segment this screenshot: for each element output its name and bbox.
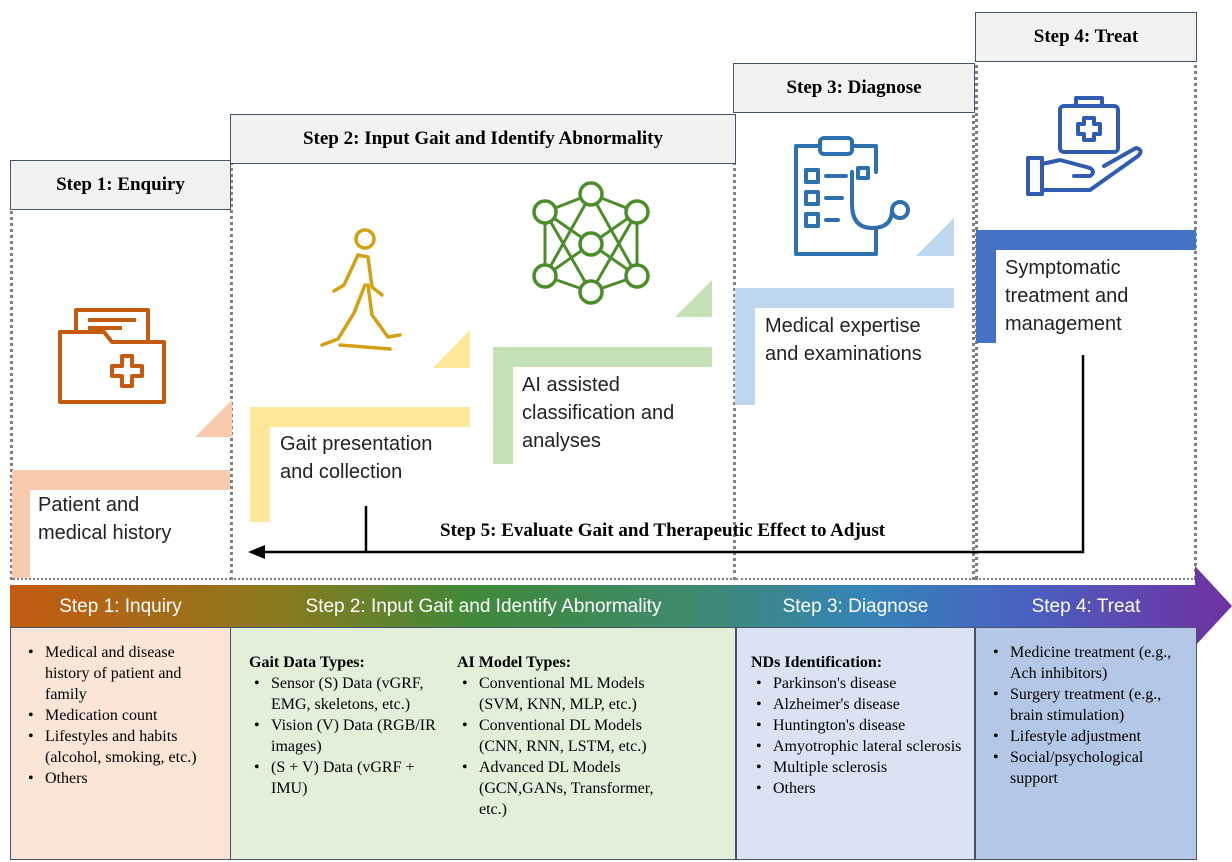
stair-lightblue-bar [735, 288, 954, 308]
stair-lightblue-triangle [916, 218, 954, 256]
step4-header: Step 4: Treat [975, 12, 1197, 62]
feedback-arrow-line [258, 355, 1085, 554]
list-item: Huntington's disease [756, 715, 966, 736]
list-item: Lifestyle adjustment [993, 726, 1190, 747]
list-item: Advanced DL Models (GCN,GANs, Transforme… [462, 757, 667, 820]
stair-text-treat: Symptomatic treatment and management [1005, 257, 1129, 335]
stair-peach-triangle [195, 400, 232, 437]
stair-text-patient: Patient and medical history [38, 494, 172, 544]
ai-types-list: Conventional ML Models (SVM, KNN, MLP, e… [457, 673, 667, 820]
medical-folder-icon [58, 308, 166, 404]
panel-gait-ai: Gait Data Types: Sensor (S) Data (vGRF, … [230, 627, 736, 860]
column-frame-1 [10, 200, 231, 580]
step3-header-label: Step 3: Diagnose [786, 77, 922, 98]
list-item: Parkinson's disease [756, 673, 966, 694]
column-frame-3 [736, 110, 975, 580]
panel-diagnose: NDs Identification: Parkinson's disease … [736, 627, 975, 860]
inquiry-list: Medical and disease history of patient a… [23, 642, 222, 789]
hand-medical-kit-icon [1026, 96, 1143, 196]
stair-green-bar [493, 347, 712, 367]
panel-inquiry: Medical and disease history of patient a… [10, 627, 231, 860]
walking-person-icon [320, 228, 402, 351]
stair-green-triangle [675, 280, 712, 317]
gait-types-block: Gait Data Types: Sensor (S) Data (vGRF, … [249, 652, 439, 799]
gait-types-list: Sensor (S) Data (vGRF, EMG, skeletons, e… [249, 673, 439, 799]
bar-label-step4: Step 4: Treat [1031, 595, 1141, 617]
nd-list: Parkinson's disease Alzheimer's disease … [751, 673, 966, 799]
clipboard-stethoscope-icon [794, 136, 910, 256]
list-item: Multiple sclerosis [756, 757, 966, 778]
list-item: Social/psychological support [993, 747, 1190, 789]
list-item: Medical and disease history of patient a… [28, 642, 222, 705]
stair-yellow-triangle [433, 330, 470, 368]
list-item: Others [28, 768, 222, 789]
treat-list: Medicine treatment (e.g., Ach inhibitors… [988, 642, 1190, 789]
list-item: Amyotrophic lateral sclerosis [756, 736, 966, 757]
panel-treat: Medicine treatment (e.g., Ach inhibitors… [975, 627, 1197, 860]
stair-yellow-bar [250, 407, 470, 427]
stair-blue-riser [976, 230, 996, 343]
step1-header-label: Step 1: Enquiry [56, 174, 185, 195]
stair-peach-bar [12, 470, 230, 490]
list-item: Vision (V) Data (RGB/IR images) [254, 715, 439, 757]
stair-yellow-riser [250, 407, 270, 522]
list-item: Medication count [28, 705, 222, 726]
step2-header-label: Step 2: Input Gait and Identify Abnormal… [302, 128, 663, 149]
list-item: Conventional ML Models (SVM, KNN, MLP, e… [462, 673, 667, 715]
ai-types-title: AI Model Types: [457, 654, 572, 671]
list-item: (S + V) Data (vGRF + IMU) [254, 757, 439, 799]
stair-text-ai: AI assisted classification and analyses [522, 374, 675, 452]
list-item: Alzheimer's disease [756, 694, 966, 715]
process-bar-arrow [10, 566, 1232, 646]
list-item: Conventional DL Models (CNN, RNN, LSTM, … [462, 715, 667, 757]
list-item: Surgery treatment (e.g., brain stimulati… [993, 684, 1190, 726]
nd-title: NDs Identification: [751, 654, 883, 671]
step1-header: Step 1: Enquiry [10, 160, 231, 210]
bar-label-step1: Step 1: Inquiry [59, 595, 182, 617]
stair-text-gait: Gait presentation and collection [280, 433, 433, 483]
stair-blue-bar [976, 230, 1196, 250]
bar-label-step2: Step 2: Input Gait and Identify Abnormal… [305, 595, 662, 617]
list-item: Lifestyles and habits (alcohol, smoking,… [28, 726, 222, 768]
step2-header: Step 2: Input Gait and Identify Abnormal… [230, 114, 736, 164]
ai-types-block: AI Model Types: Conventional ML Models (… [457, 652, 667, 820]
stair-peach-riser [12, 470, 30, 578]
staircase [12, 218, 1196, 578]
stair-green-riser [493, 347, 513, 464]
stair-text-medical: Medical expertise and examinations [765, 315, 922, 365]
gait-types-title: Gait Data Types: [249, 654, 365, 671]
neural-network-icon [532, 181, 650, 305]
step4-header-label: Step 4: Treat [1033, 26, 1139, 47]
step3-header: Step 3: Diagnose [733, 63, 975, 113]
process-bar [10, 566, 1232, 646]
column-frame-2 [230, 155, 736, 580]
stair-lightblue-riser [735, 288, 755, 405]
bar-label-step3: Step 3: Diagnose [782, 595, 929, 617]
list-item: Others [756, 778, 966, 799]
step5-label: Step 5: Evaluate Gait and Therapeutic Ef… [440, 520, 886, 541]
feedback-arrowhead [248, 545, 265, 559]
list-item: Medicine treatment (e.g., Ach inhibitors… [993, 642, 1190, 684]
list-item: Sensor (S) Data (vGRF, EMG, skeletons, e… [254, 673, 439, 715]
